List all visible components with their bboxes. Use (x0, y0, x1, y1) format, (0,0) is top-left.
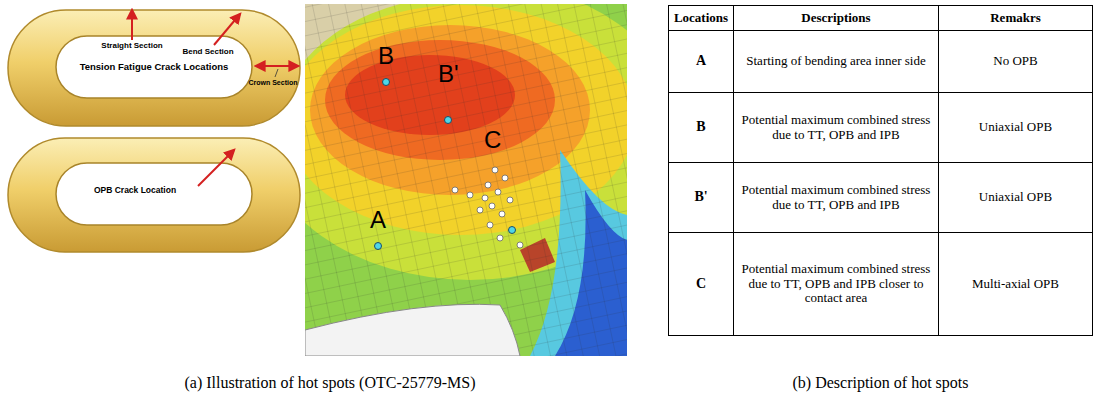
figure-caption: (b) Description of hot spots (668, 374, 1093, 392)
leader-line (275, 69, 278, 77)
section-label: Bend Section (176, 47, 240, 56)
table-cell: A (669, 31, 733, 92)
hotspot-letter: A (370, 206, 400, 234)
table-cell: Potential maximum combined stress due to… (734, 163, 938, 232)
table-cell: C (669, 233, 733, 335)
hotspot-letter: B' (438, 60, 478, 88)
hotspot-letter: C (484, 126, 514, 154)
fea-contour (305, 4, 627, 356)
figure-caption: (a) Illustration of hot spots (OTC-25779… (10, 374, 650, 392)
section-label: OPB Crack Location (80, 186, 190, 196)
section-label: Tension Fatigue Crack Locations (60, 62, 248, 73)
section-label: Straight Section (82, 41, 182, 50)
section-label: Crown Section (242, 79, 304, 87)
table-grid (669, 6, 1093, 336)
table-cell: Potential maximum combined stress due to… (734, 233, 938, 335)
table-cell: Starting of bending area inner side (734, 31, 938, 92)
table-cell: Uniaxial OPB (939, 93, 1092, 162)
table-header: Remakrs (939, 6, 1092, 30)
table-cell: B (669, 93, 733, 162)
chain-link (8, 10, 300, 126)
table-cell: No OPB (939, 31, 1092, 92)
table-header: Locations (669, 6, 733, 30)
table-cell: Potential maximum combined stress due to… (734, 93, 938, 162)
table-cell: Uniaxial OPB (939, 163, 1092, 232)
hotspot-letter: B (378, 42, 408, 70)
table-cell: B' (669, 163, 733, 232)
table-header: Descriptions (734, 6, 938, 30)
chain-link (8, 138, 300, 252)
crack-arrow (132, 10, 298, 186)
table-cell: Multi-axial OPB (939, 233, 1092, 335)
